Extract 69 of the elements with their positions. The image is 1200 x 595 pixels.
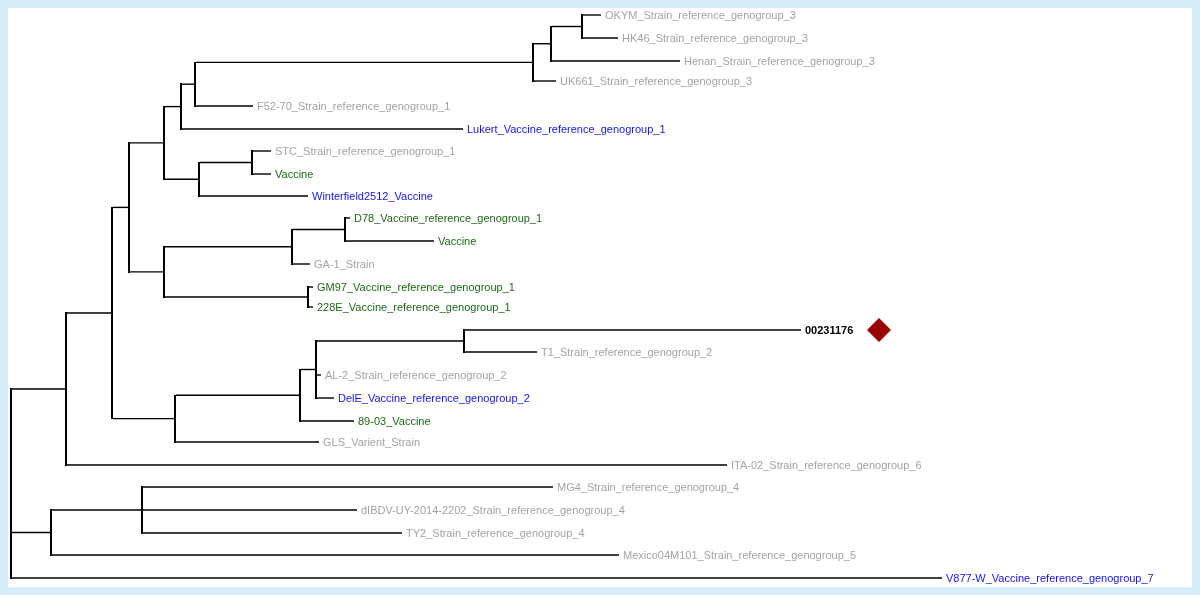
tree-branch — [164, 178, 199, 180]
taxon-label: D78_Vaccine_reference_genogroup_1 — [350, 211, 543, 225]
tree-branch — [551, 25, 582, 28]
tree-branch — [164, 246, 292, 248]
taxon-label: dIBDV-UY-2014-2202_Strain_reference_genogroup_4 — [357, 503, 625, 517]
tree-branch — [292, 228, 345, 231]
tree-branch — [199, 195, 309, 197]
taxon-label: V877-W_Vaccine_reference_genogroup_7 — [942, 571, 1154, 585]
taxon-label: 00231176 — [801, 323, 854, 337]
taxon-label: 89-03_Vaccine — [354, 414, 431, 428]
taxon-label: AL-2_Strain_reference_genogroup_2 — [321, 368, 507, 382]
tree-branch — [142, 486, 554, 488]
tree-branch — [292, 263, 311, 265]
taxon-label: DelE_Vaccine_reference_genogroup_2 — [334, 391, 530, 405]
tree-branch — [316, 374, 322, 376]
taxon-label: HK46_Strain_reference_genogroup_3 — [618, 31, 808, 45]
taxon-label: Vaccine — [434, 234, 477, 248]
tree-branch — [308, 306, 314, 308]
tree-branch — [11, 388, 66, 390]
tree-branch — [164, 296, 308, 298]
tree-branch — [316, 340, 464, 342]
tree-branch — [252, 150, 272, 152]
taxon-label: OKYM_Strain_reference_genogroup_3 — [601, 8, 796, 22]
tree-branch — [195, 61, 533, 64]
taxon-label: Henan_Strain_reference_genogroup_3 — [680, 54, 875, 68]
tree-branch — [175, 441, 320, 443]
tree-branch — [175, 394, 300, 396]
tree-branch — [195, 105, 254, 107]
tree-branch — [345, 240, 435, 242]
tree-branch — [66, 464, 728, 466]
taxon-label: T1_Strain_reference_genogroup_2 — [537, 345, 713, 359]
tree-branch — [308, 286, 314, 288]
taxon-label: Lukert_Vaccine_reference_genogroup_1 — [463, 122, 666, 136]
tree-branch — [11, 531, 51, 534]
taxon-label: Winterfield2512_Vaccine — [308, 189, 433, 203]
tree-branch — [345, 217, 351, 219]
tree-branch — [66, 312, 112, 314]
taxon-label: ITA-02_Strain_reference_genogroup_6 — [727, 458, 922, 472]
tree-branch — [464, 351, 538, 353]
tree-branch — [129, 271, 164, 273]
tree-branch — [181, 83, 195, 85]
tree-branch — [181, 128, 464, 130]
tree-branch — [551, 60, 681, 62]
tree-branch — [582, 37, 619, 39]
tree-branch — [464, 329, 802, 331]
taxon-label: Vaccine — [271, 167, 314, 181]
tree-branch — [129, 142, 164, 144]
taxon-label: STC_Strain_reference_genogroup_1 — [271, 144, 456, 158]
tree-branch — [300, 420, 355, 422]
tree-branch — [582, 14, 602, 16]
taxon-label: 228E_Vaccine_reference_genogroup_1 — [313, 300, 511, 314]
tree-branch — [252, 173, 272, 175]
tree-branch — [112, 417, 175, 420]
tree-branch — [533, 80, 557, 82]
taxon-label: MG4_Strain_reference_genogroup_4 — [553, 480, 740, 494]
tree-branch — [316, 397, 335, 399]
tree-branch — [51, 554, 620, 556]
tree-branch — [199, 161, 252, 164]
taxon-label: GA-1_Strain — [310, 257, 375, 271]
tree-branch — [142, 509, 358, 511]
taxon-label: UK661_Strain_reference_genogroup_3 — [556, 74, 753, 88]
taxon-label: GM97_Vaccine_reference_genogroup_1 — [313, 280, 515, 294]
taxon-label: GLS_Varient_Strain — [319, 435, 421, 449]
tree-branch — [51, 509, 142, 511]
tree-branch — [11, 577, 943, 579]
tree-branch — [142, 532, 403, 534]
taxon-label: F52-70_Strain_reference_genogroup_1 — [253, 99, 451, 113]
taxon-label: Mexico04M101_Strain_reference_genogroup_5 — [619, 548, 856, 562]
taxon-label: TY2_Strain_reference_genogroup_4 — [402, 526, 585, 540]
